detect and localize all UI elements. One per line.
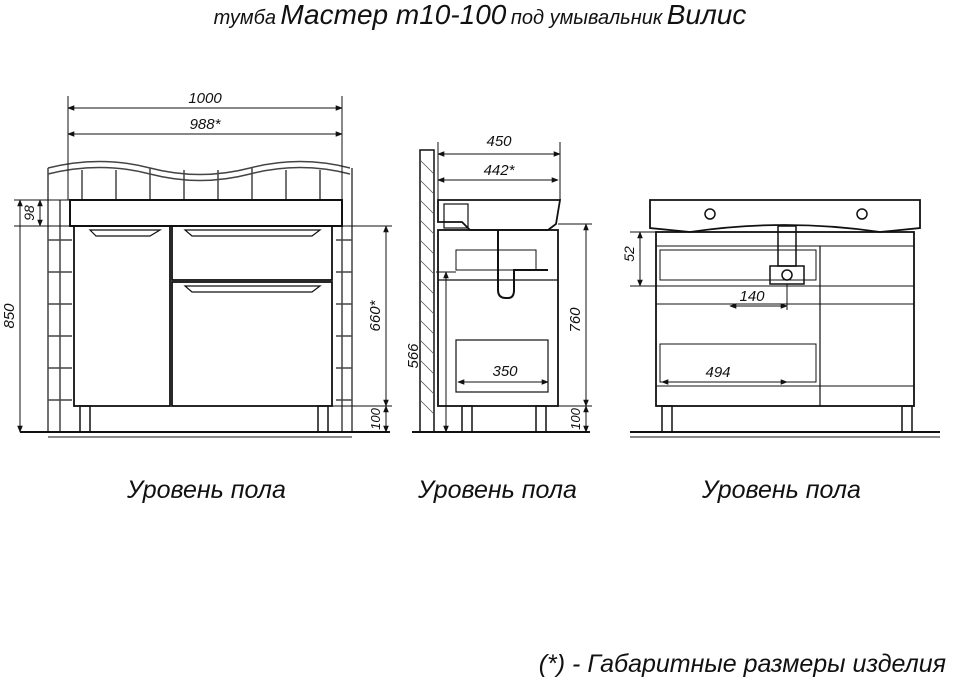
front-dim-leg-height: 100 [368, 407, 383, 429]
title-prefix: тумба [213, 7, 276, 29]
front-left-door [73, 225, 171, 407]
front-floor-label: Уровень пола [127, 476, 286, 504]
side-view [412, 142, 592, 433]
back-dim-pipe-width: 140 [739, 288, 765, 305]
back-dimensions [630, 231, 788, 385]
front-top-handle [183, 229, 322, 237]
back-sink [649, 199, 921, 233]
front-dim-total-height: 850 [1, 303, 18, 329]
side-dim-drawer-depth: 350 [492, 363, 518, 380]
front-dim-cabinet-width: 988* [190, 116, 222, 133]
front-bottom-drawer [171, 281, 333, 407]
footnote: (*) - Габаритные размеры изделия [538, 650, 946, 678]
back-cabinet-frame [655, 231, 915, 407]
title-sink: Вилис [666, 0, 747, 30]
side-dim-total-depth: 450 [486, 133, 512, 150]
back-floor-label: Уровень пола [702, 476, 861, 504]
front-wall-tiles [47, 160, 353, 432]
front-view [14, 96, 392, 438]
front-leg [317, 405, 329, 433]
title-middle: под умывальник [510, 7, 663, 29]
front-dimensions [14, 96, 392, 433]
front-sink-top [69, 199, 343, 227]
front-top-drawer [171, 225, 333, 281]
front-dim-body-height: 660* [367, 299, 384, 331]
back-view [630, 199, 940, 438]
side-dim-inner-height: 566 [405, 343, 422, 369]
back-tap-hole [856, 208, 868, 220]
front-door-handle [88, 229, 163, 237]
side-dim-body-height: 760 [567, 307, 584, 333]
drawing-title: тумба Мастер т10-100 под умывальник Вили… [0, 0, 960, 35]
side-floor-label: Уровень пола [418, 476, 577, 504]
front-leg [79, 405, 91, 433]
side-lower-drawer [455, 339, 549, 393]
side-dimensions [436, 142, 592, 433]
front-bottom-handle [183, 285, 322, 293]
title-model: Мастер т10-100 [280, 0, 507, 30]
front-dim-total-width: 1000 [188, 90, 222, 107]
back-tap-hole [704, 208, 716, 220]
side-dim-leg-height: 100 [568, 407, 583, 429]
side-dim-cabinet-depth: 442* [484, 162, 516, 179]
back-dim-pipe-offset: 52 [621, 246, 637, 262]
front-dim-top-height: 98 [21, 205, 37, 221]
side-siphon [497, 230, 548, 299]
back-dim-inner-width: 494 [705, 364, 730, 381]
